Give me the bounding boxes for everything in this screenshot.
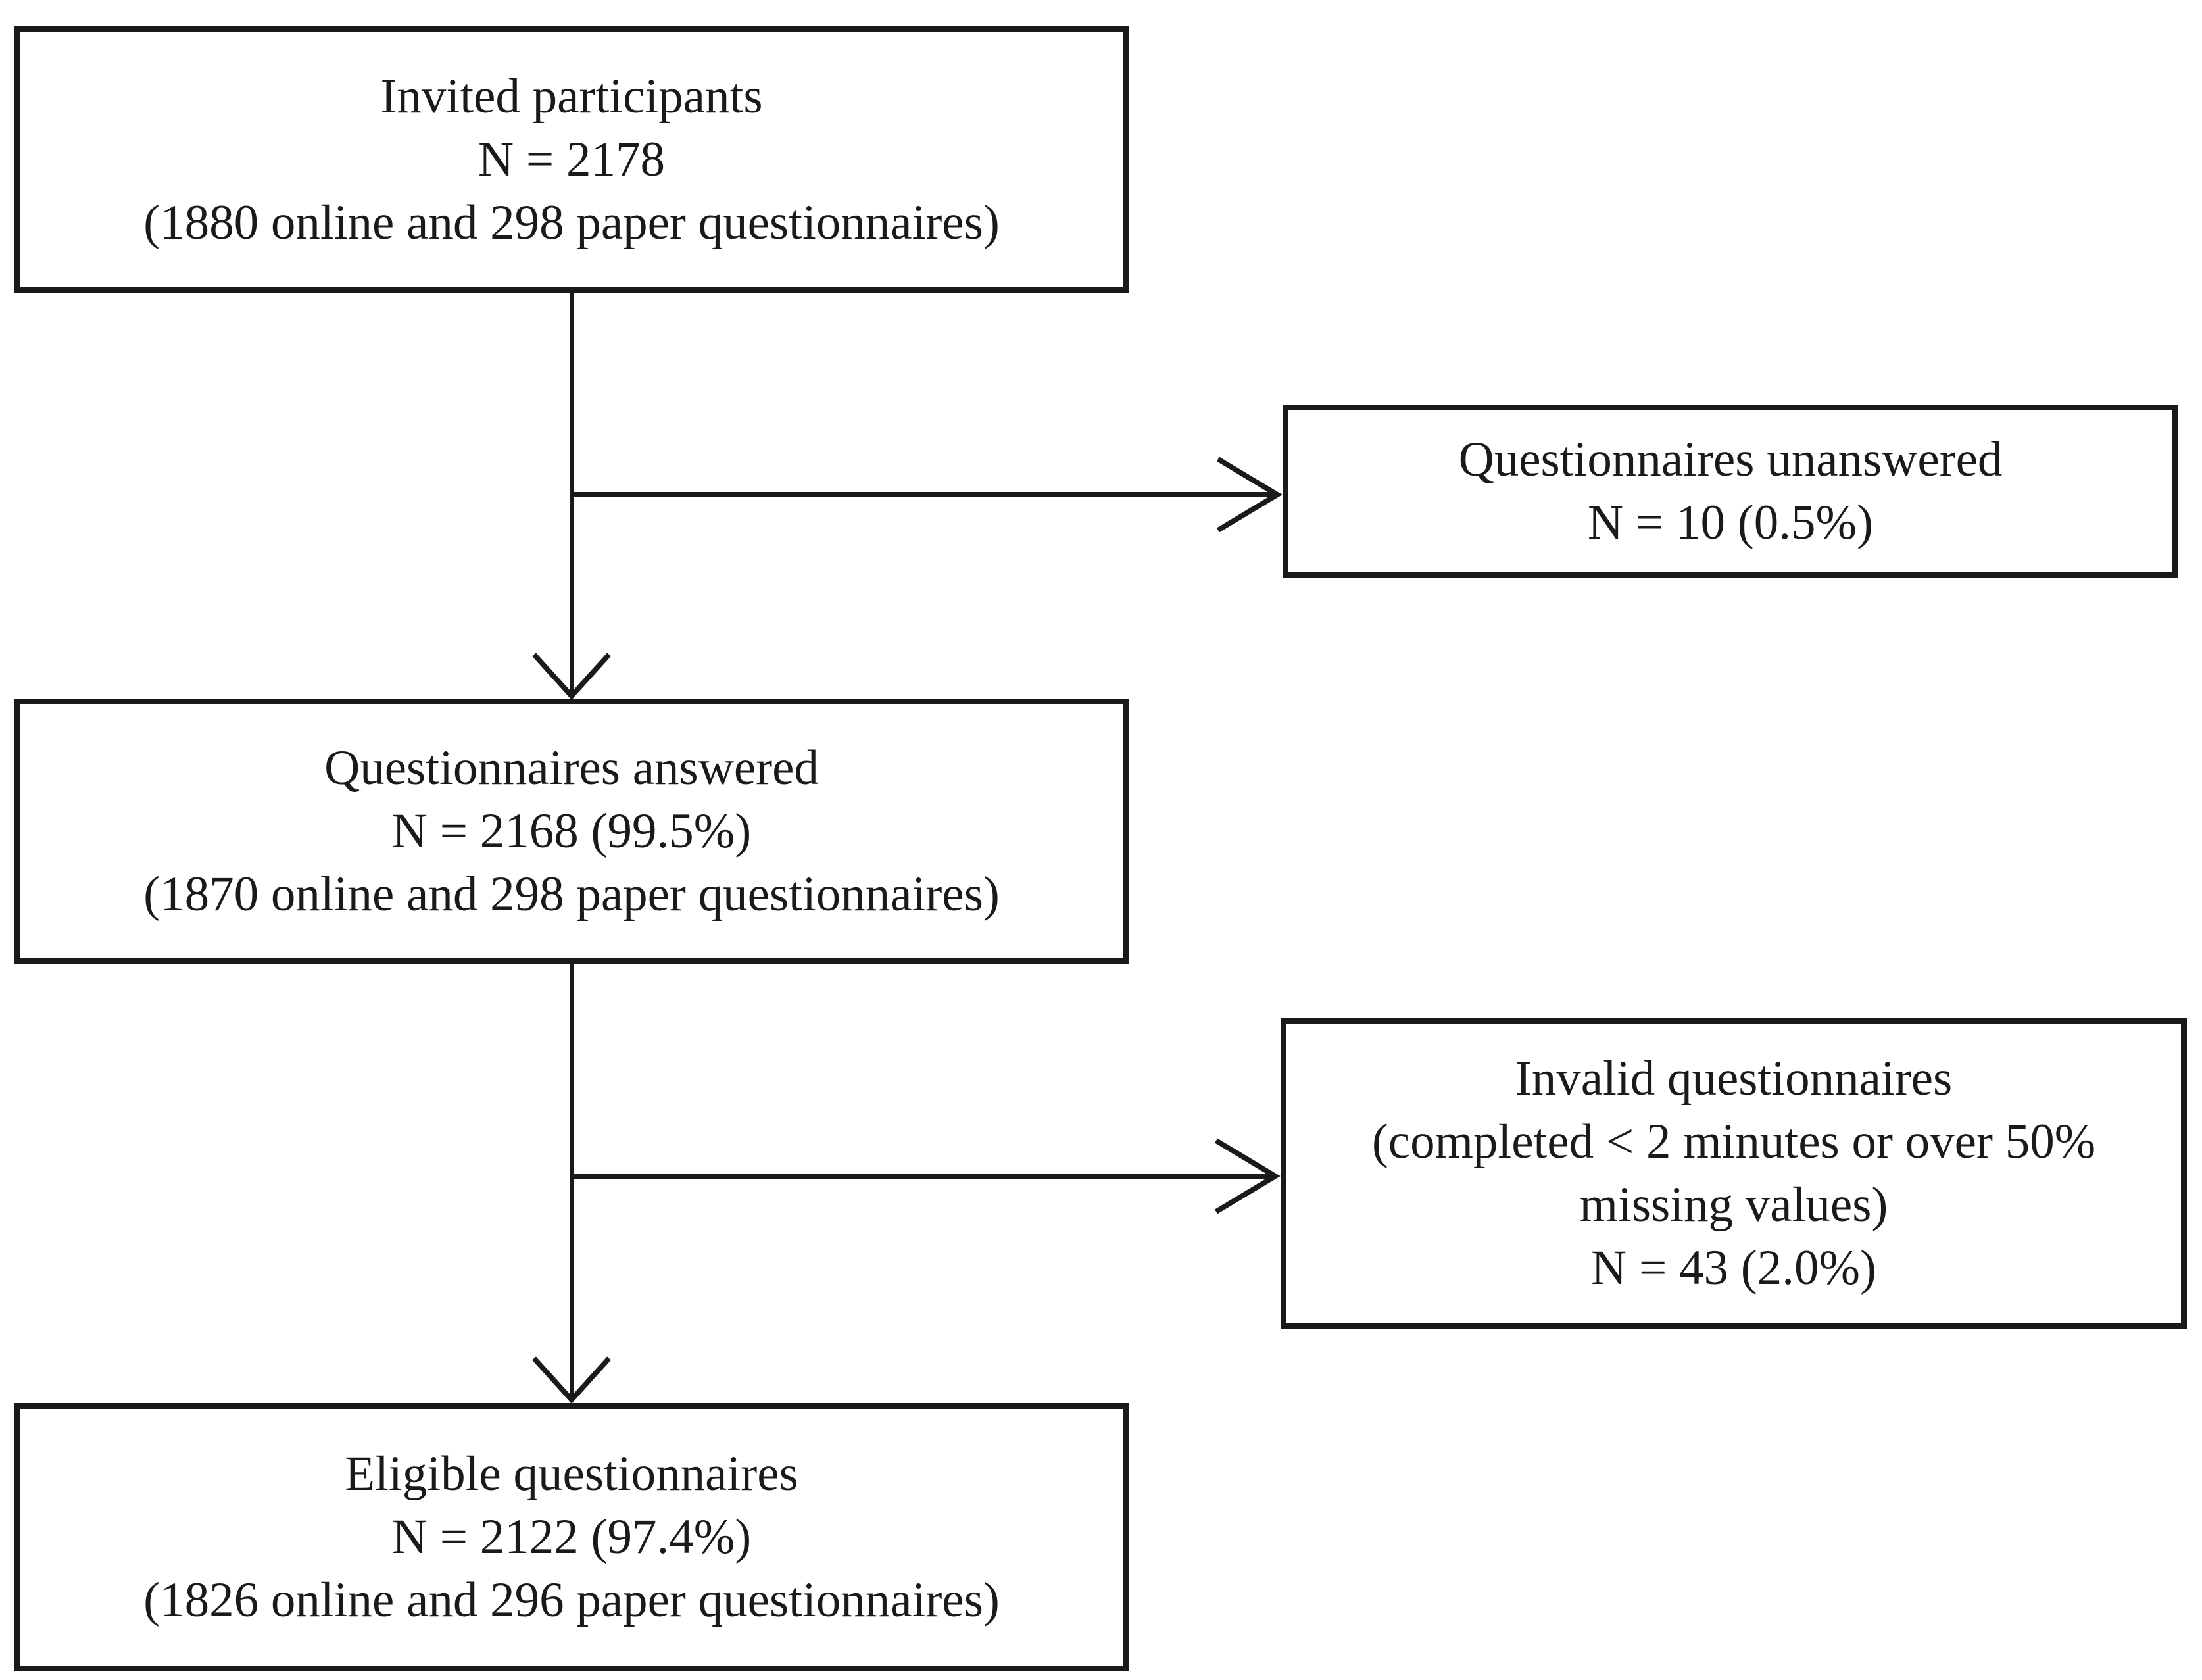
arrow-branch-to-unanswered: [572, 457, 1283, 533]
arrow-branch-to-invalid: [572, 1138, 1281, 1214]
box-count: N = 2168 (99.5%): [391, 803, 752, 858]
box-count: N = 10 (0.5%): [1588, 495, 1873, 550]
arrow-invited-to-answered: [532, 293, 611, 700]
box-count: N = 43 (2.0%): [1591, 1241, 1876, 1295]
box-count: N = 2122 (97.4%): [391, 1510, 752, 1564]
box-breakdown: (1870 online and 298 paper questionnaire…: [143, 866, 1000, 922]
box-questionnaires-unanswered: Questionnaires unanswered N = 10 (0.5%): [1283, 405, 2178, 578]
box-breakdown: (1826 online and 296 paper questionnaire…: [143, 1573, 1000, 1627]
box-breakdown: (1880 online and 298 paper questionnaire…: [143, 195, 1000, 250]
box-criteria: (completed < 2 minutes or over 50% missi…: [1371, 1114, 2096, 1232]
box-invited-participants: Invited participants N = 2178 (1880 onli…: [14, 26, 1129, 293]
box-title: Invited participants: [380, 68, 763, 124]
box-title: Questionnaires unanswered: [1458, 432, 2003, 487]
box-title: Questionnaires answered: [324, 740, 819, 795]
box-invalid-questionnaires: Invalid questionnaires (completed < 2 mi…: [1281, 1018, 2187, 1329]
box-title: Eligible questionnaires: [345, 1446, 798, 1501]
box-title: Invalid questionnaires: [1515, 1051, 1953, 1106]
box-questionnaires-answered: Questionnaires answered N = 2168 (99.5%)…: [14, 699, 1129, 964]
box-eligible-questionnaires: Eligible questionnaires N = 2122 (97.4%)…: [14, 1403, 1129, 1671]
box-count: N = 2178: [478, 132, 665, 187]
arrow-answered-to-eligible: [532, 964, 611, 1404]
